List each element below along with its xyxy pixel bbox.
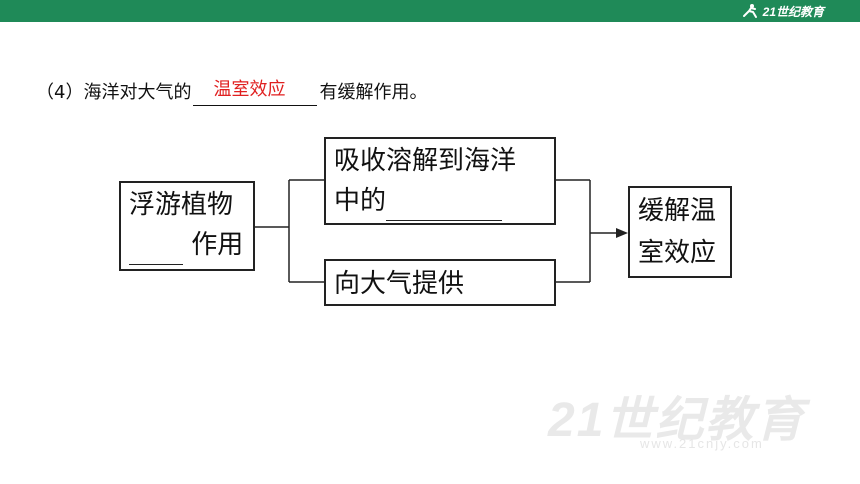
answer-blank: 温室效应 <box>193 79 318 106</box>
brand-logo: 21世纪教育 <box>741 2 824 20</box>
absorb-blank <box>386 192 503 221</box>
runner-logo-icon <box>742 4 757 18</box>
phyto-line1: 浮游植物 <box>129 190 234 220</box>
absorb-line1: 吸收溶解到海洋 <box>334 146 517 176</box>
watermark-url: www.21cnjy.com <box>640 436 764 451</box>
question-text-after: 有缓解作用。 <box>319 82 428 103</box>
arrow-head-icon <box>616 228 628 238</box>
brand-name: 21世纪教育 <box>762 4 824 19</box>
box-absorb: 吸收溶解到海洋 中的 <box>324 137 556 225</box>
question-text-before: 海洋对大气的 <box>83 82 192 103</box>
relieve-line1: 缓解温 <box>638 196 717 226</box>
phyto-line2: 作用 <box>191 230 244 260</box>
absorb-line2-row: 中的 <box>334 181 554 221</box>
phyto-blank <box>129 236 183 265</box>
supply-text: 向大气提供 <box>334 269 465 299</box>
question-number: （4） <box>36 82 84 103</box>
watermark-logo: 21世纪教育 <box>548 394 806 447</box>
box-relieve: 缓解温 室效应 <box>628 186 732 278</box>
supply-blank <box>464 276 523 305</box>
box-supply: 向大气提供 <box>324 259 556 306</box>
relieve-line2: 室效应 <box>638 238 717 268</box>
top-banner: 21世纪教育 <box>0 0 860 22</box>
question-line: （4）海洋对大气的温室效应 有缓解作用。 <box>36 79 428 106</box>
absorb-line2: 中的 <box>334 186 387 216</box>
box-phytoplankton: 浮游植物 作用 <box>119 181 255 271</box>
phyto-line2-row: 作用 <box>129 225 253 265</box>
answer-text: 温室效应 <box>213 79 286 100</box>
